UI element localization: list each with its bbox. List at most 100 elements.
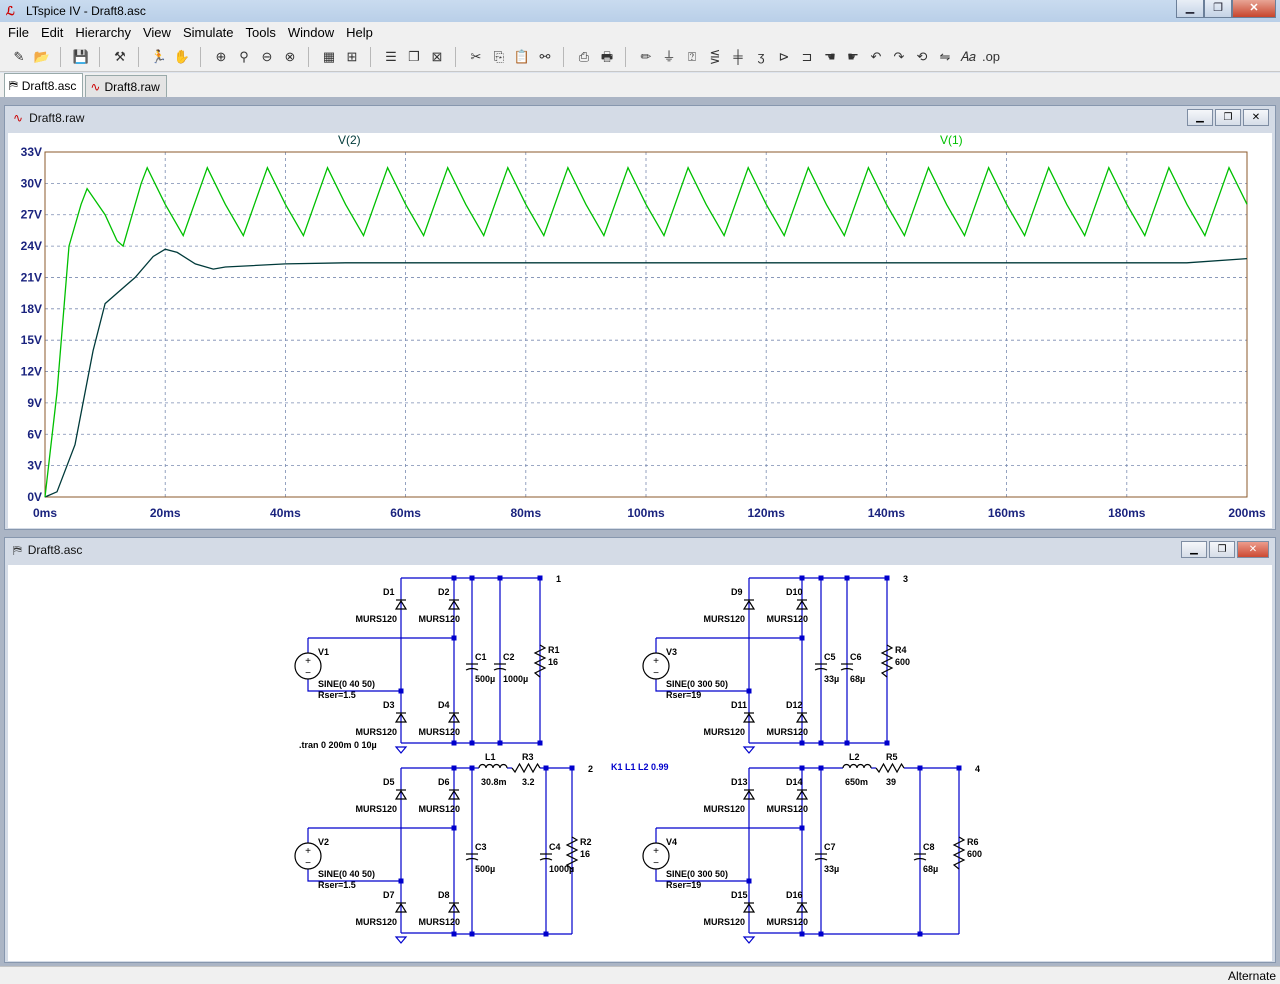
control-panel-icon[interactable]: ⚒	[114, 48, 126, 64]
toolbar-separator	[455, 46, 461, 67]
diode-model: MURS120	[418, 804, 460, 814]
diode-icon[interactable]: ⊳	[778, 48, 790, 64]
schematic-window-titlebar: ⛿ Draft8.asc	[5, 538, 1275, 562]
minimize-button[interactable]: ▁	[1176, 0, 1204, 18]
zoom-in-icon[interactable]: ⊕	[215, 48, 227, 64]
trace-label-v1[interactable]: V(1)	[940, 133, 963, 147]
tile-horizontal-icon[interactable]: ☰	[385, 48, 397, 64]
y-tick-label: 30V	[21, 176, 42, 190]
mirror-icon[interactable]: ⇋	[939, 48, 951, 64]
net-label: 4	[975, 764, 980, 774]
move-hand-icon[interactable]: ☚	[824, 48, 836, 64]
ltspice-logo-icon: ℒ	[6, 4, 15, 18]
copy-icon[interactable]: ⎘	[493, 48, 505, 64]
schematic-close-button[interactable]: ✕	[1237, 541, 1269, 558]
resistor-ref: R3	[522, 752, 534, 762]
junction-dot	[956, 765, 962, 771]
junction-dot	[451, 825, 457, 831]
diode-symbol	[394, 599, 408, 610]
menu-file[interactable]: File	[8, 24, 29, 40]
spice-directive-icon[interactable]: .op	[981, 48, 1001, 64]
source-ref: V2	[318, 837, 329, 847]
y-tick-label: 12V	[21, 365, 42, 379]
source-value: SINE(0 300 50)	[666, 869, 728, 879]
print-preview-icon[interactable]: ⎙	[578, 48, 590, 64]
schematic-icon: ⛿	[9, 78, 18, 92]
cap-value: 68µ	[850, 674, 865, 684]
minus-sign: −	[305, 858, 311, 869]
menu-hierarchy[interactable]: Hierarchy	[75, 24, 131, 40]
pan-icon[interactable]: ⚲	[239, 48, 249, 64]
schematic-minimize-button[interactable]: ▁	[1181, 541, 1207, 558]
diode-ref: D11	[731, 700, 747, 710]
resistor-icon[interactable]: ⋚	[709, 48, 721, 64]
close-all-icon[interactable]: ⊠	[431, 48, 443, 64]
y-tick-label: 0V	[27, 490, 42, 504]
find-binoculars-icon[interactable]: ⚯	[539, 48, 551, 64]
y-tick-label: 24V	[21, 239, 42, 253]
resistor-symbol	[875, 762, 905, 774]
menu-help[interactable]: Help	[346, 24, 373, 40]
label-net-icon[interactable]: ⍰	[688, 48, 696, 64]
draw-wire-icon[interactable]: ✏	[640, 48, 652, 64]
save-icon[interactable]: 💾	[72, 48, 90, 64]
waveform-minimize-button[interactable]: ▁	[1187, 109, 1213, 126]
menu-view[interactable]: View	[142, 24, 171, 40]
text-icon[interactable]: 𝐴𝑎	[960, 48, 976, 64]
cap-value: 500µ	[475, 674, 495, 684]
paste-icon[interactable]: 📋	[513, 48, 531, 64]
resistor-ref: R6	[967, 837, 979, 847]
inductor-icon[interactable]: ʒ	[757, 48, 765, 64]
new-schematic-icon[interactable]: ✎	[13, 48, 25, 64]
cascade-icon[interactable]: ❐	[408, 48, 420, 64]
wire	[655, 869, 749, 882]
print-icon[interactable]: 🖶	[600, 48, 614, 64]
zoom-out-icon[interactable]: ⊖	[261, 48, 273, 64]
rotate-icon[interactable]: ⟲	[916, 48, 928, 64]
run-icon[interactable]: 🏃	[150, 48, 168, 64]
menu-edit[interactable]: Edit	[40, 24, 64, 40]
undo-icon[interactable]: ↶	[870, 48, 882, 64]
junction-dot	[746, 878, 752, 884]
waveform-restore-button[interactable]: ❐	[1215, 109, 1241, 126]
component-icon[interactable]: ⊐	[801, 48, 813, 64]
waveform-close-button[interactable]: ✕	[1243, 109, 1269, 126]
capacitor-icon[interactable]: ╪	[733, 48, 743, 64]
halt-hand-icon[interactable]: ✋	[173, 48, 191, 64]
plus-sign: +	[305, 656, 311, 667]
tab-draft8-asc[interactable]: ⛿ Draft8.asc	[4, 73, 84, 97]
trace-label-v2[interactable]: V(2)	[338, 133, 361, 147]
junction-dot	[451, 765, 457, 771]
junction-dot	[884, 740, 890, 746]
close-button[interactable]: ✕	[1232, 0, 1276, 18]
menu-window[interactable]: Window	[287, 24, 335, 40]
resistor-value: 39	[886, 777, 896, 787]
title-bar: ℒ LTspice IV - Draft8.asc ▁ ❐ ✕	[0, 0, 1280, 22]
cap-value: 1000µ	[503, 674, 528, 684]
schematic-restore-button[interactable]: ❐	[1209, 541, 1235, 558]
cut-icon[interactable]: ✂	[470, 48, 482, 64]
drag-hand-icon[interactable]: ☛	[847, 48, 859, 64]
restore-button[interactable]: ❐	[1204, 0, 1232, 18]
cap-plate-curved	[539, 857, 553, 861]
y-tick-label: 15V	[21, 333, 42, 347]
zoom-fit-icon[interactable]: ⊗	[284, 48, 296, 64]
schematic-icon: ⛿	[13, 542, 22, 557]
tab-draft8-raw[interactable]: ∿ Draft8.raw	[85, 75, 167, 97]
menu-simulate[interactable]: Simulate	[182, 24, 234, 40]
redo-icon[interactable]: ↷	[893, 48, 905, 64]
open-folder-icon[interactable]: 📂	[33, 48, 51, 64]
ground-icon[interactable]: ⏚	[662, 48, 676, 64]
diode-symbol	[394, 789, 408, 800]
schematic-window-title: Draft8.asc	[27, 543, 83, 557]
source-rser: Rser=1.5	[318, 880, 356, 890]
menu-tools[interactable]: Tools	[245, 24, 276, 40]
grid-icon[interactable]: ⊞	[346, 48, 358, 64]
cap-ref: C5	[824, 652, 836, 662]
cap-plate-curved	[814, 857, 828, 861]
autorange-icon[interactable]: ▦	[322, 48, 336, 64]
